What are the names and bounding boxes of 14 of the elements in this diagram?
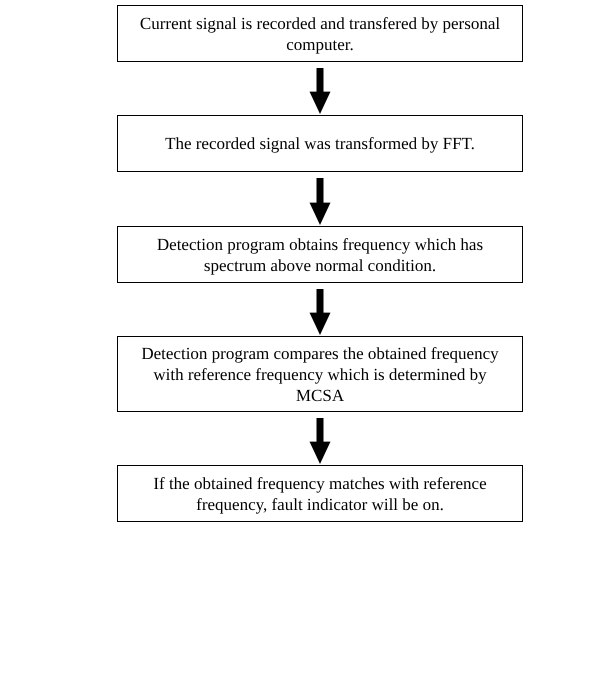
arrow (310, 178, 330, 225)
arrow (310, 289, 330, 335)
step-text: Detection program obtains frequency which has spectrum above normal condition. (156, 234, 484, 276)
step-text: Current signal is recorded and transfered by personal computer. (138, 12, 502, 54)
process-box (117, 336, 523, 412)
step-text: If the obtained frequency matches with reference frequency, fault indicator will be on. (152, 472, 488, 514)
step-text: The recorded signal was transformed by FFT. (165, 133, 475, 154)
process-box (117, 115, 523, 172)
process-box (117, 465, 523, 522)
process-box (117, 226, 523, 283)
arrow (310, 418, 330, 464)
process-box (117, 5, 523, 62)
arrow (310, 68, 330, 114)
step-text: Detection program compares the obtained frequency with reference frequency which is determined by MCSA (140, 342, 500, 406)
